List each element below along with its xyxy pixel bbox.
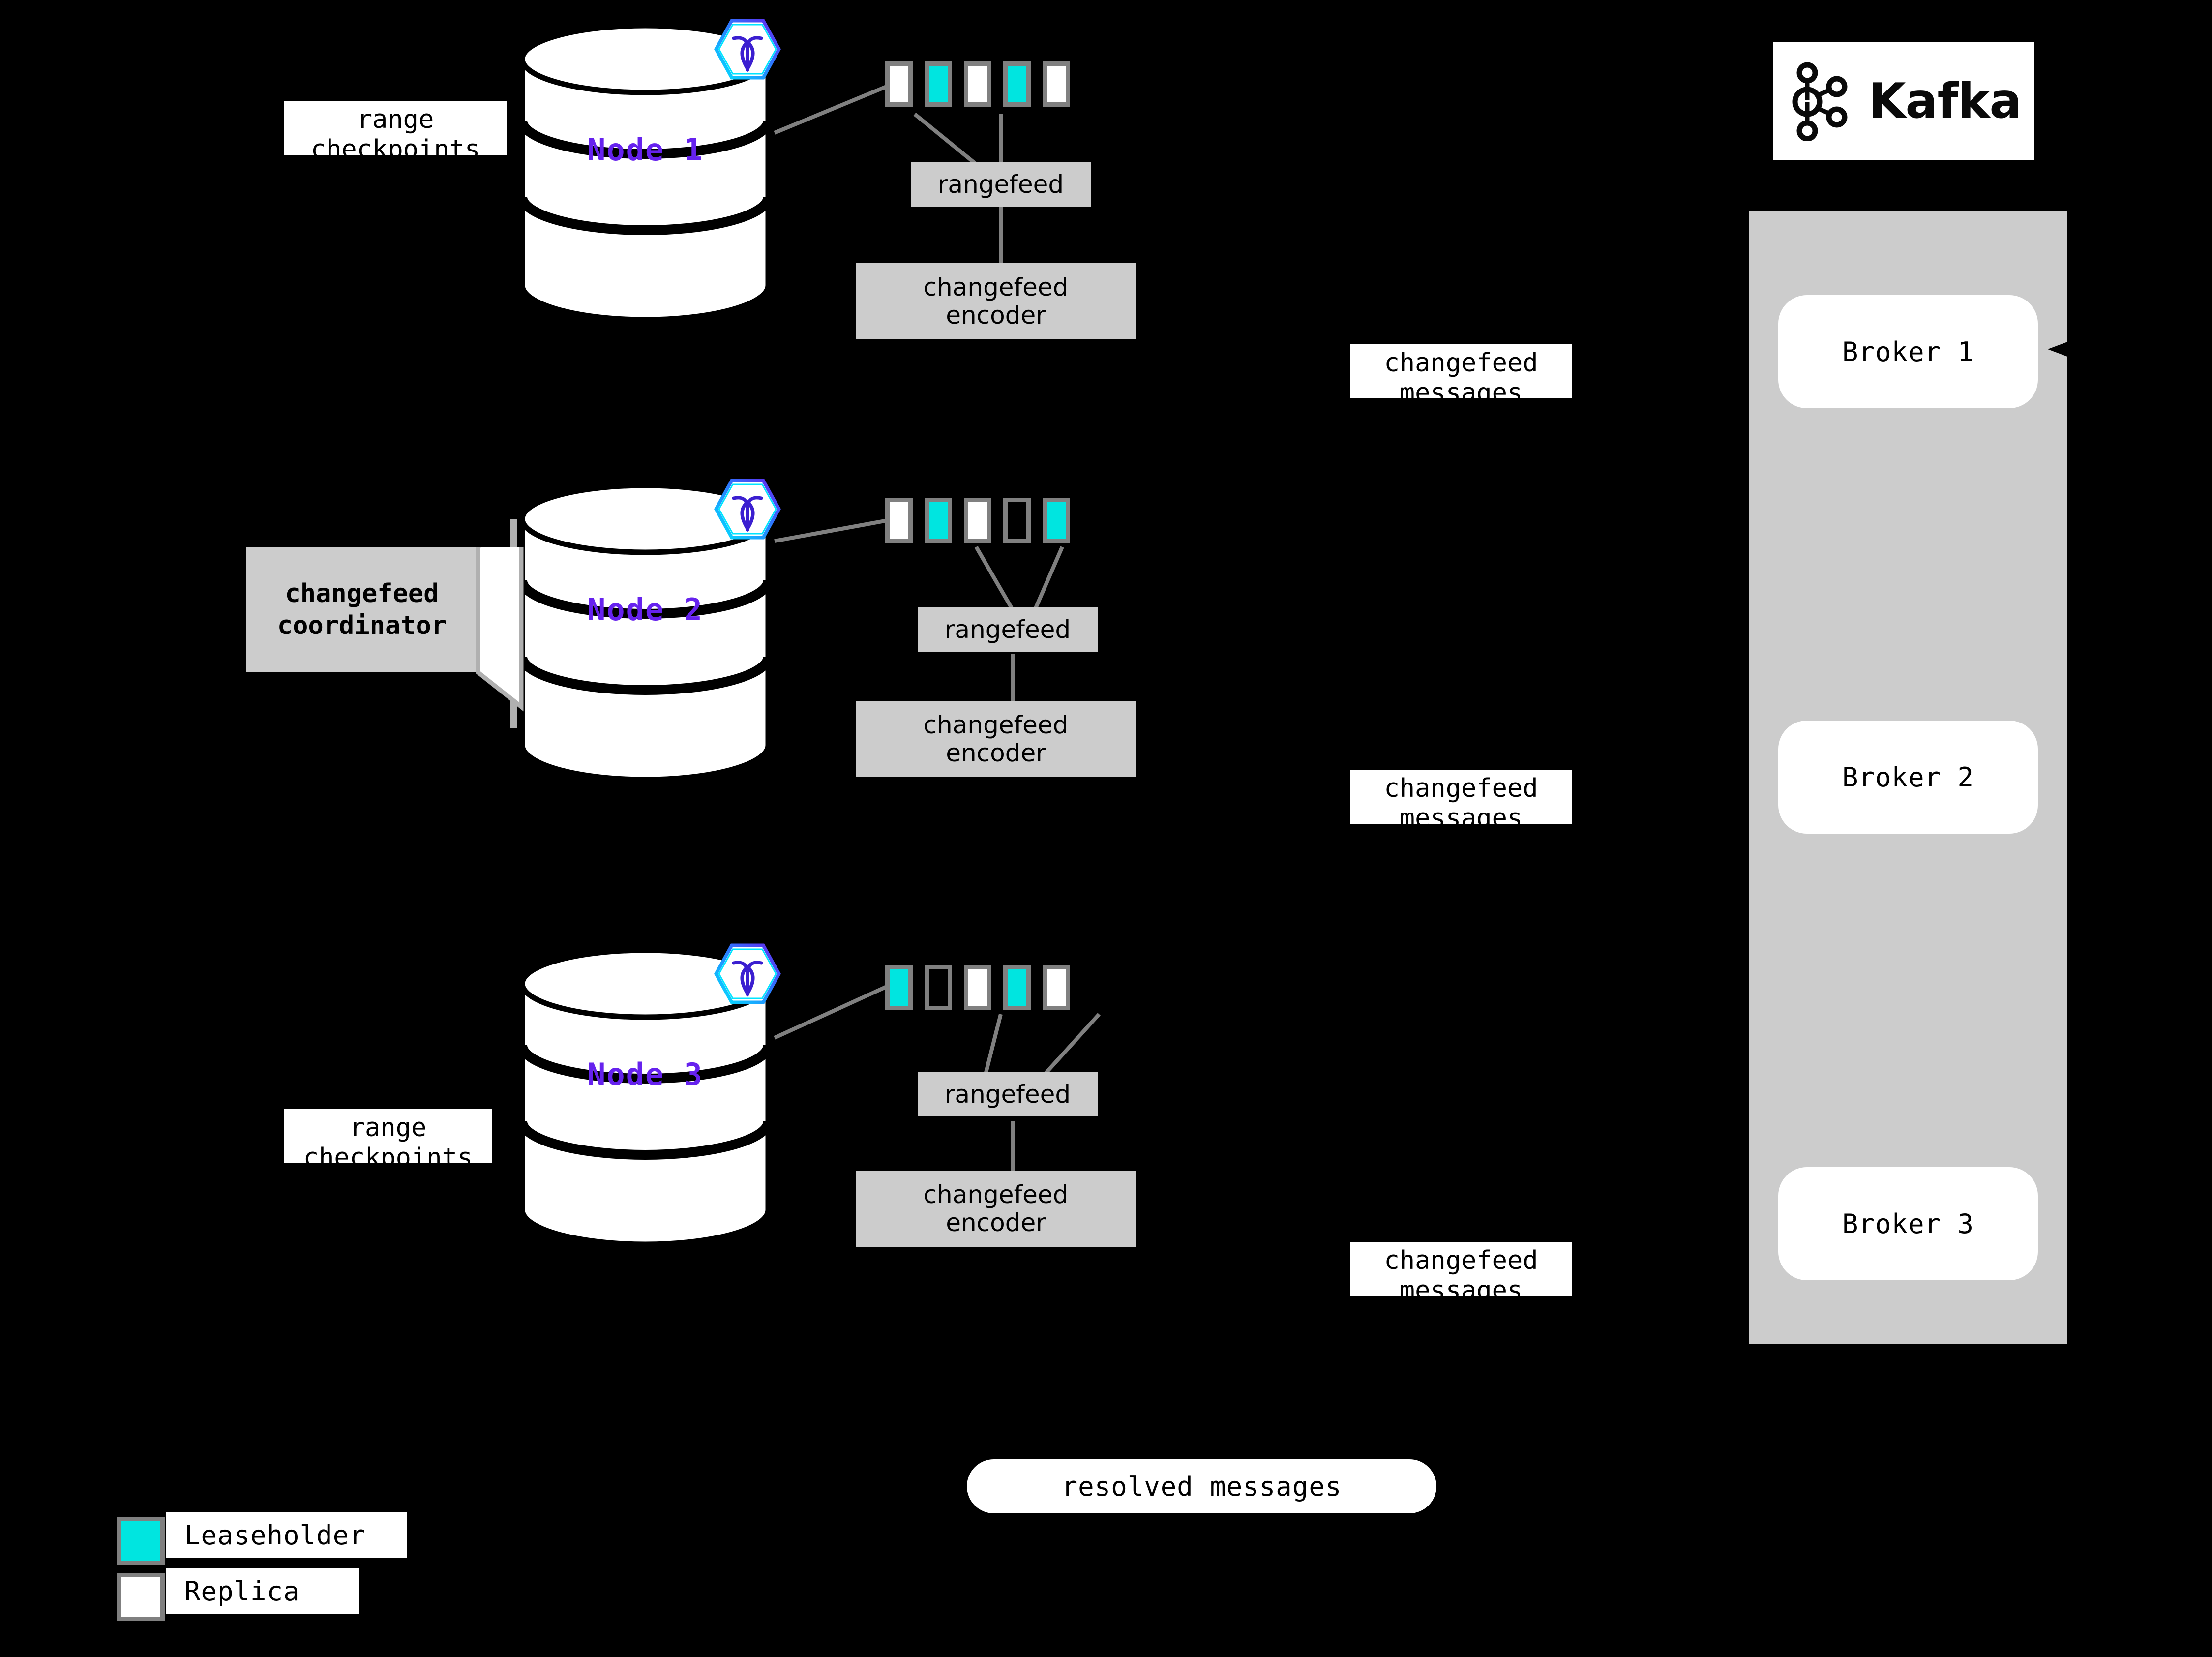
- legend-label-replica: Replica: [166, 1568, 359, 1614]
- changefeed-coordinator-callout[interactable]: changefeed coordinator: [246, 547, 561, 714]
- changefeed-messages-label-2: changefeed messages: [1350, 770, 1572, 833]
- range-box-empty[interactable]: [925, 965, 952, 1010]
- node-2-cylinder: [517, 484, 773, 780]
- range-box-replica[interactable]: [964, 61, 991, 107]
- node-1-changefeed-encoder-label: changefeed encoder: [923, 272, 1069, 330]
- node-3-changefeed-encoder-box[interactable]: changefeed encoder: [856, 1171, 1136, 1247]
- node-3-label: Node 3: [587, 1056, 703, 1092]
- legend-replica-text: Replica: [184, 1575, 300, 1607]
- node-1-rangefeed-box[interactable]: rangefeed: [911, 162, 1091, 207]
- kafka-nodes-icon: [1792, 62, 1848, 141]
- changefeed-messages-label-1: changefeed messages: [1350, 344, 1572, 408]
- resolved-messages-label: resolved messages: [1061, 1471, 1342, 1502]
- range-box-leaseholder[interactable]: [925, 61, 952, 107]
- node-3-range-checkpoints-label: range checkpoints: [284, 1109, 492, 1173]
- legend-leaseholder-text: Leaseholder: [184, 1519, 366, 1551]
- node-2-changefeed-encoder-box[interactable]: changefeed encoder: [856, 701, 1136, 777]
- range-box-replica[interactable]: [964, 965, 991, 1010]
- node-2-label: Node 2: [587, 592, 703, 628]
- range-box-leaseholder[interactable]: [885, 965, 913, 1010]
- changefeed-messages-label-3: changefeed messages: [1350, 1242, 1572, 1305]
- node-1-range-checkpoints-text: range checkpoints: [310, 105, 480, 165]
- node-2-rangefeed-label: rangefeed: [944, 615, 1071, 644]
- node-3-rangefeed-box[interactable]: rangefeed: [918, 1072, 1098, 1116]
- broker-3[interactable]: Broker 3: [1778, 1167, 2038, 1280]
- legend-label-leaseholder: Leaseholder: [166, 1512, 407, 1558]
- node-3-cylinder: [517, 949, 773, 1244]
- range-box-empty[interactable]: [1003, 498, 1031, 543]
- range-box-replica[interactable]: [885, 498, 913, 543]
- node-1-cylinder: [517, 25, 773, 320]
- node-2-range-row: [885, 498, 1070, 543]
- node-1-range-row: [885, 61, 1070, 107]
- range-box-replica[interactable]: [1043, 61, 1070, 107]
- resolved-messages-pill[interactable]: resolved messages: [967, 1459, 1436, 1513]
- changefeed-messages-text-3: changefeed messages: [1384, 1246, 1538, 1306]
- changefeed-coordinator-label: changefeed coordinator: [277, 578, 447, 640]
- kafka-logo-card: Kafka: [1773, 42, 2034, 160]
- node-3-rangefeed-label: rangefeed: [944, 1080, 1071, 1109]
- node-1-changefeed-encoder-box[interactable]: changefeed encoder: [856, 263, 1136, 339]
- range-box-replica[interactable]: [1043, 965, 1070, 1010]
- broker-1[interactable]: Broker 1: [1778, 295, 2038, 408]
- range-box-leaseholder[interactable]: [925, 498, 952, 543]
- broker-2-label: Broker 2: [1842, 761, 1974, 793]
- node-3-range-row: [885, 965, 1070, 1010]
- legend-swatch-replica: [117, 1573, 165, 1621]
- node-2-rangefeed-box[interactable]: rangefeed: [918, 607, 1098, 652]
- node-2-cockroachdb-hex-icon: [708, 470, 787, 548]
- node-1-rangefeed-label: rangefeed: [937, 170, 1064, 199]
- legend-swatch-leaseholder: [117, 1517, 165, 1565]
- node-1-label: Node 1: [587, 132, 703, 168]
- broker-1-label: Broker 1: [1842, 336, 1974, 367]
- broker-2[interactable]: Broker 2: [1778, 721, 2038, 834]
- node-1-range-checkpoints-label: range checkpoints: [284, 101, 507, 164]
- kafka-wordmark: Kafka: [1868, 73, 2022, 129]
- range-box-leaseholder[interactable]: [1043, 498, 1070, 543]
- node-3-cockroachdb-hex-icon: [708, 934, 787, 1013]
- changefeed-messages-text-2: changefeed messages: [1384, 774, 1538, 834]
- node-2-changefeed-encoder-label: changefeed encoder: [923, 710, 1069, 767]
- node-3-range-checkpoints-text: range checkpoints: [303, 1113, 473, 1173]
- broker-3-label: Broker 3: [1842, 1208, 1974, 1239]
- changefeed-messages-text-1: changefeed messages: [1384, 348, 1538, 408]
- node-3-changefeed-encoder-label: changefeed encoder: [923, 1180, 1069, 1237]
- broker-inbound-arrowheads: [2048, 342, 2067, 357]
- range-box-leaseholder[interactable]: [1003, 965, 1031, 1010]
- node-1-cockroachdb-hex-icon: [708, 10, 787, 89]
- range-box-replica[interactable]: [885, 61, 913, 107]
- range-box-leaseholder[interactable]: [1003, 61, 1031, 107]
- range-box-replica[interactable]: [964, 498, 991, 543]
